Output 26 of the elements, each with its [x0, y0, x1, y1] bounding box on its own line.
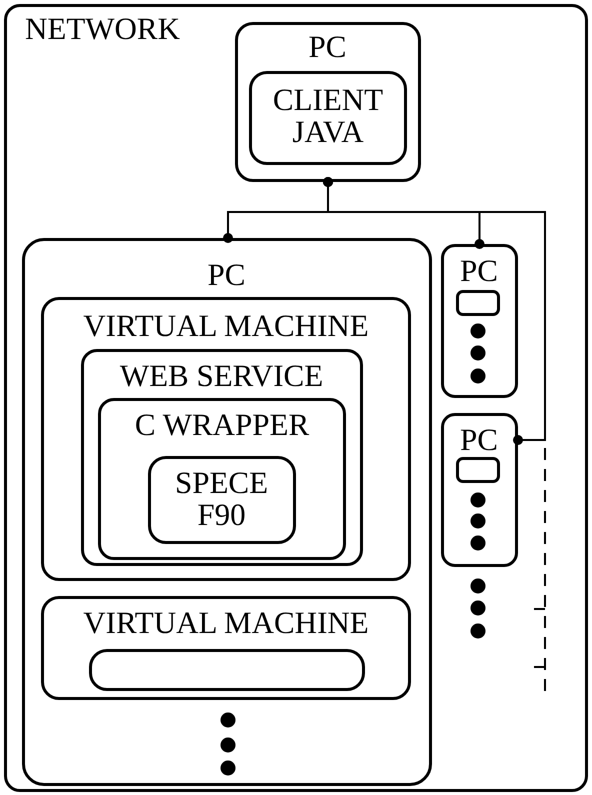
connector-line — [323, 177, 546, 445]
node-label: VIRTUAL MACHINE — [83, 310, 369, 342]
computer-box — [22, 238, 432, 786]
node-label: PC — [460, 424, 498, 456]
network-boundary — [4, 4, 588, 792]
node-label: VIRTUAL MACHINE — [83, 607, 369, 639]
software-box — [98, 398, 346, 560]
node-label: WEB SERVICE — [120, 360, 324, 392]
virtual-machine-box — [41, 596, 411, 700]
computer-box — [234, 22, 420, 182]
empty-slot-box — [456, 290, 500, 316]
software-box — [148, 456, 296, 544]
computer-box — [440, 244, 518, 398]
empty-slot-box — [88, 648, 364, 690]
node-label: SPECE F90 — [174, 466, 270, 530]
empty-slot-box — [456, 457, 500, 483]
node-label: PC — [308, 30, 346, 62]
software-box — [249, 71, 407, 165]
node-label: PC — [208, 258, 246, 290]
virtual-machine-box — [41, 297, 411, 581]
computer-box — [440, 412, 518, 566]
software-box — [80, 348, 362, 566]
node-label: NETWORK — [25, 13, 180, 45]
node-label: PC — [460, 254, 498, 286]
node-label: C WRAPPER — [134, 409, 310, 441]
node-label: CLIENT JAVA — [272, 84, 384, 148]
